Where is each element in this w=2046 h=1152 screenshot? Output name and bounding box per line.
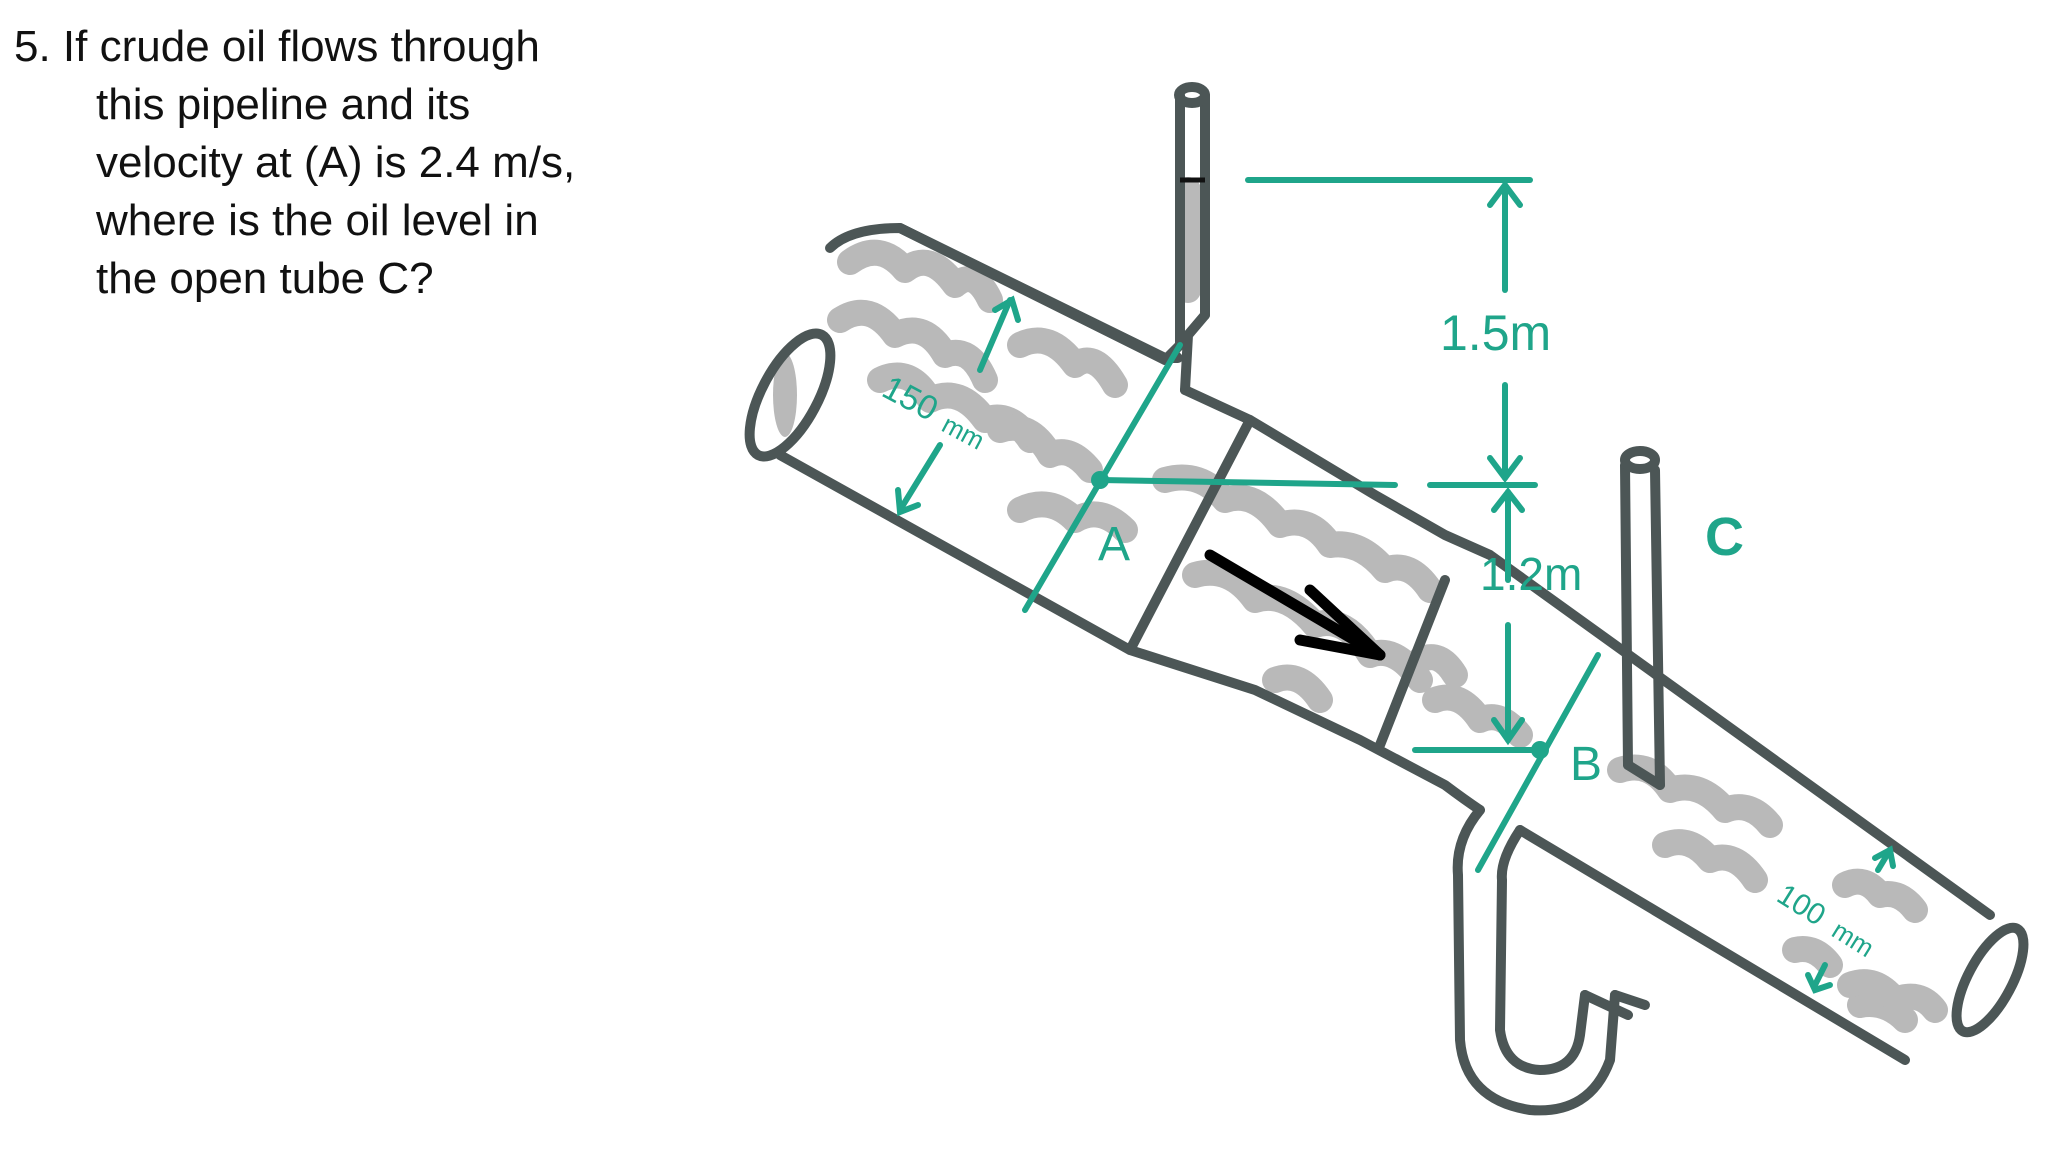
pipe-outline [744,82,2029,1116]
label-point-b: B [1570,738,1602,791]
label-diameter-b-value: 100 [1771,878,1831,933]
annotations [895,177,1896,994]
point-b-marker [1531,741,1549,759]
label-point-a: A [1098,518,1130,571]
problem-line-3: velocity at (A) is 2.4 m/s, [96,138,576,187]
label-1-2m: 1.2m [1480,548,1582,600]
problem-line-5: the open tube C? [96,254,434,303]
problem-statement: 5. If crude oil flows through this pipel… [14,18,654,308]
problem-line-4: where is the oil level in [96,196,539,245]
label-1-5m: 1.5m [1440,305,1551,361]
point-a-marker [1091,471,1109,489]
flow-arrow-icon [1204,549,1386,661]
problem-line-1: 5. If crude oil flows through [14,22,540,71]
problem-line-2: this pipeline and its [96,80,471,129]
oil-fill [773,177,1948,1033]
label-tube-c: C [1705,507,1744,567]
